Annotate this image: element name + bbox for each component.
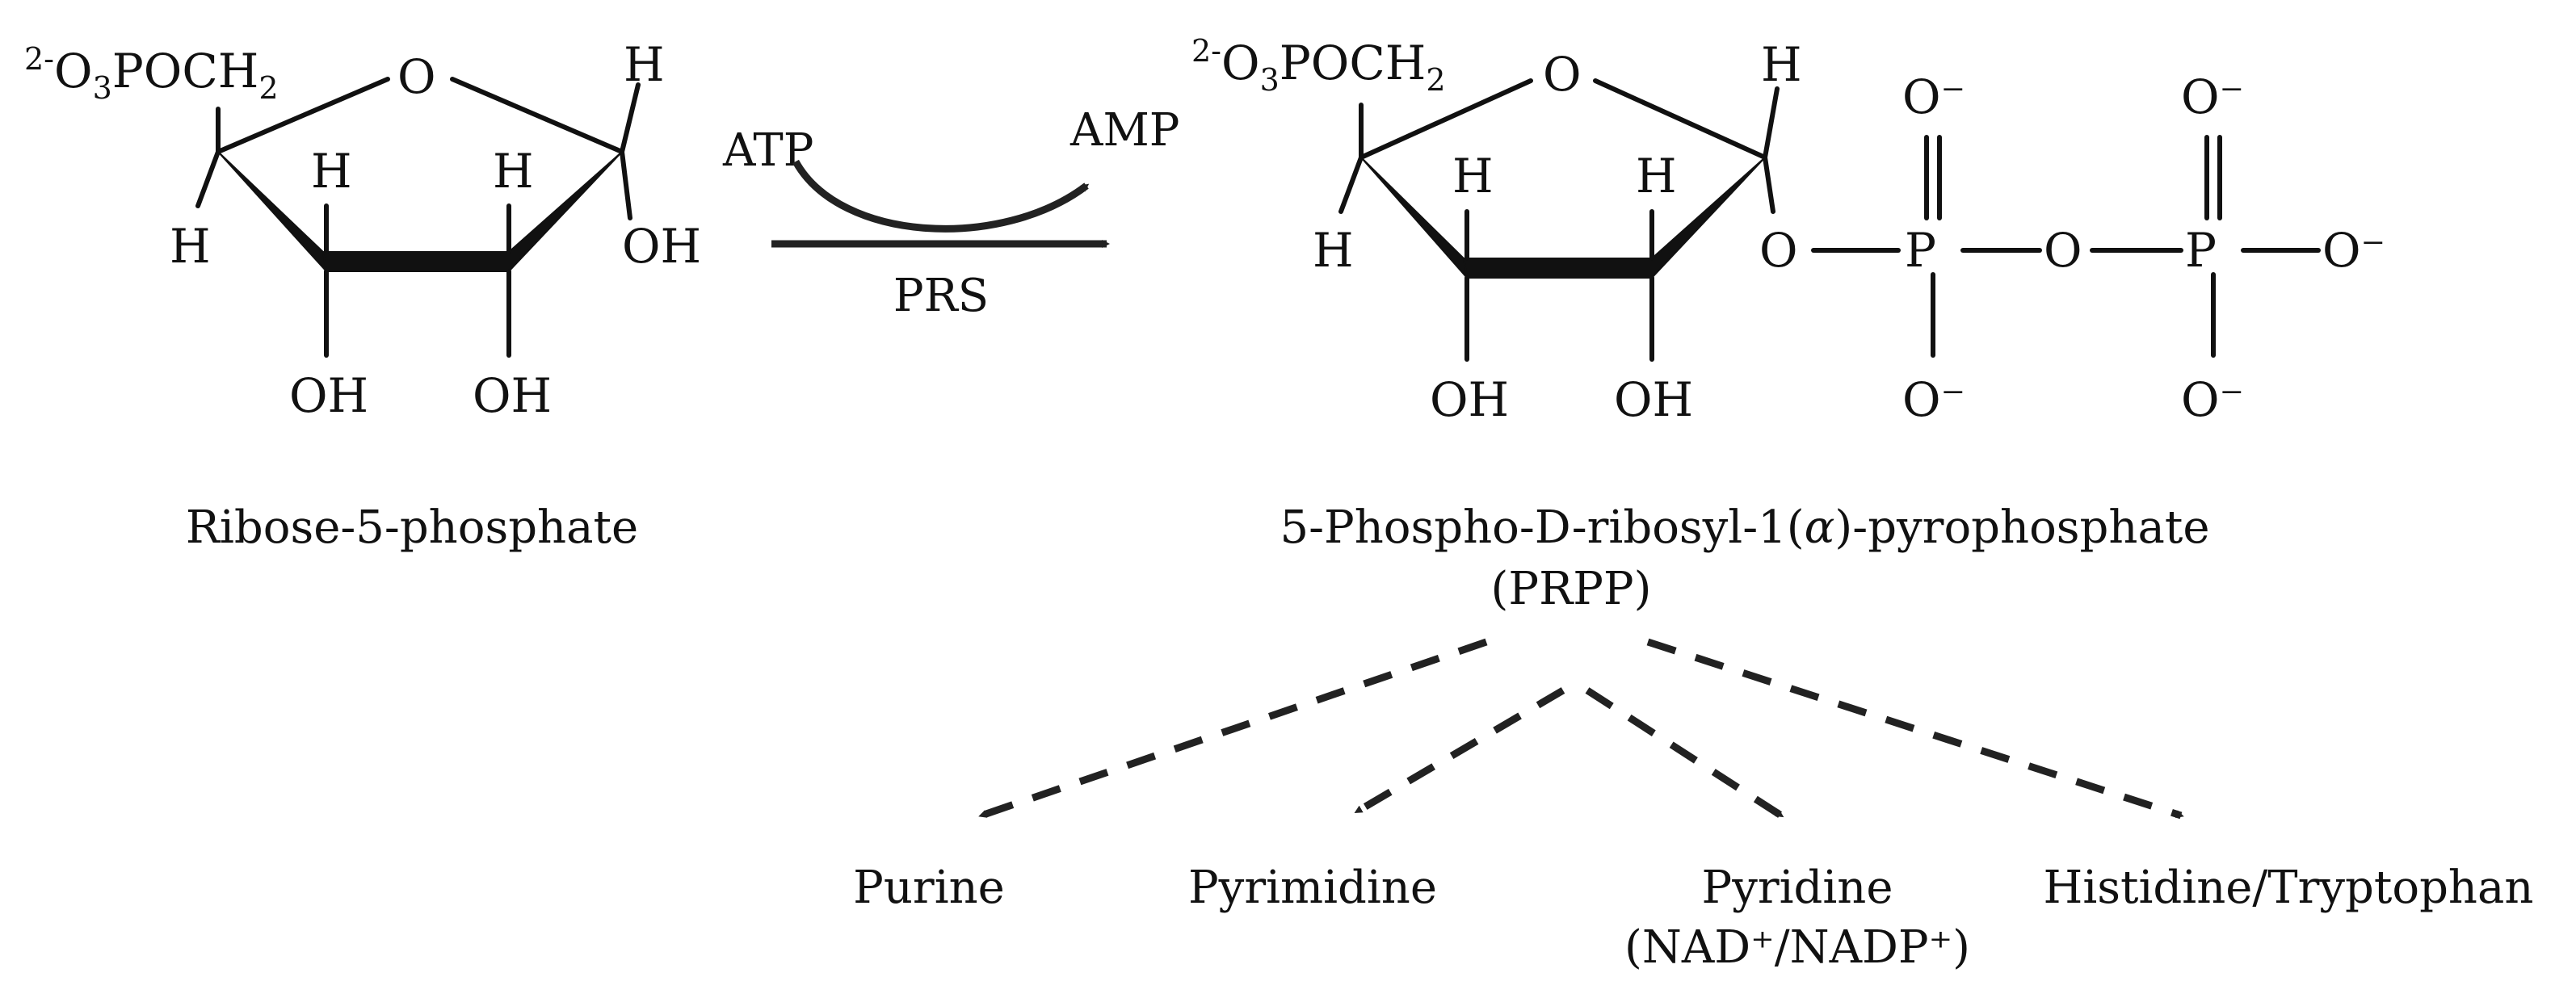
pyrophosphate-p1-bottom: O⁻ (1902, 372, 1965, 427)
product-abbreviation: (PRPP) (1491, 563, 1652, 615)
reactant-h-c4: H (170, 219, 211, 274)
product-h-c4: H (1313, 223, 1354, 278)
wedge-c2-c1 (1651, 157, 1766, 279)
pyrophosphate-p2-top: O⁻ (2181, 69, 2244, 124)
product-substituent: 2-O3POCH2 (1191, 33, 1446, 98)
pathway-pyrimidine: Pyrimidine (1188, 862, 1437, 914)
reactant-name: Ribose-5-phosphate (186, 501, 638, 554)
bond-o-c1 (1593, 78, 1767, 160)
pathway-pyridine-sublabel: (NAD⁺/NADP⁺) (1624, 921, 1970, 974)
wedge-c4-c3 (1360, 157, 1468, 279)
pyrophosphate-p2-bottom: O⁻ (2181, 372, 2244, 427)
reactant-h-c1: H (624, 37, 665, 92)
cofactor-curved-arrow (792, 159, 1090, 233)
pathway-pyridine: Pyridine (1702, 862, 1893, 914)
arrow-to-pyridine (1585, 687, 1784, 819)
product-h-c1: H (1761, 37, 1802, 92)
reactant-h-c2: H (493, 144, 534, 199)
bond-c3-c2-bold (322, 251, 510, 272)
reaction-arrow: ATP AMP PRS (722, 104, 1179, 322)
product-name: 5-Phospho-D-ribosyl-1(α)-pyrophosphate (1280, 501, 2210, 554)
pathway-histidine-tryptophan: Histidine/Tryptophan (2044, 862, 2534, 914)
bond-c1-h (1763, 86, 1780, 160)
wedge-c2-c1 (508, 151, 623, 272)
pyrophosphate-p1-top: O⁻ (1902, 69, 1965, 124)
product-ring-oxygen: O (1543, 47, 1582, 102)
bond-c4-o (1359, 78, 1533, 160)
bond-c3-c2-bold (1463, 258, 1653, 279)
arrow-to-histidine-tryptophan (1646, 638, 2184, 820)
bond-c1-h (620, 82, 641, 154)
bond-c1-o (1763, 155, 1775, 214)
bond-c1-oh (620, 149, 632, 220)
product-oh-c2: OH (1614, 372, 1693, 427)
reactant-substituent: 2-O3POCH2 (24, 41, 279, 106)
coproduct-label: AMP (1069, 104, 1179, 157)
reactant-oh-c2: OH (473, 368, 552, 423)
pyrophosphate-p2-right: O⁻ (2322, 223, 2385, 278)
bond-c4-h (1338, 155, 1364, 214)
pyrophosphate-o-link: O (1759, 223, 1798, 278)
pyrophosphate-o-bridge: O (2044, 223, 2082, 278)
pyrophosphate-p2: P (2185, 223, 2217, 278)
reactant-oh-c1: OH (622, 219, 701, 274)
product-h-c3: H (1452, 149, 1494, 203)
reactant-ring-oxygen: O (397, 49, 436, 104)
reactant-oh-c3: OH (289, 368, 368, 423)
product-oh-c3: OH (1430, 372, 1509, 427)
pyrophosphate-p1: P (1905, 223, 1936, 278)
bond-c4-o (216, 77, 390, 154)
reactant-h-c3: H (311, 144, 352, 199)
arrow-to-purine (978, 638, 1488, 820)
ribose-5-phosphate-structure: 2-O3POCH2 O H OH H H H OH OH (24, 37, 701, 423)
arrow-to-pyrimidine (1354, 687, 1565, 815)
prpp-structure: 2-O3POCH2 O H H H H OH OH O P O⁻ O⁻ O P (1191, 33, 2385, 427)
wedge-c4-c3 (217, 151, 327, 272)
enzyme-label: PRS (893, 270, 989, 322)
pathway-purine: Purine (853, 862, 1005, 914)
product-h-c2: H (1636, 149, 1677, 203)
bond-c4-h (195, 149, 221, 208)
bond-o-c1 (450, 77, 624, 154)
pathway-arrows (978, 638, 2184, 820)
